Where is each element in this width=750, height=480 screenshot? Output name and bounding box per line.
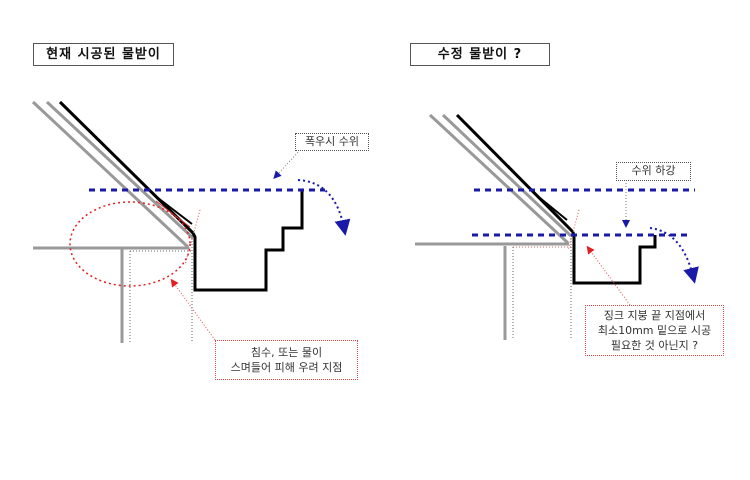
- zinc-roof-line: [455, 113, 575, 234]
- roof-board-line: [31, 100, 190, 249]
- gutter: [571, 231, 657, 285]
- right-diagram: [415, 113, 699, 340]
- suggestion-note: 징크 지붕 끝 지점에서 최소10mm 밑으로 시공 필요한 것 아닌지 ?: [585, 305, 724, 356]
- left-diagram: [31, 100, 351, 343]
- suggestion-pointer: [586, 245, 631, 306]
- gutter: [191, 190, 304, 292]
- suggestion-line1: 징크 지붕 끝 지점에서: [603, 309, 706, 322]
- zinc-roof-line: [58, 100, 195, 235]
- overflow-arrow: [649, 227, 699, 284]
- risk-note-line1: 침수, 또는 물이: [250, 346, 323, 359]
- flashing-strip: [539, 197, 568, 221]
- risk-note-line2: 스며들어 피해 우려 지점: [230, 361, 343, 374]
- risk-area-ellipse: [69, 201, 191, 287]
- right-title: 수정 물받이 ?: [410, 43, 550, 66]
- left-title: 현재 시공된 물받이: [33, 43, 174, 66]
- roof-board-line: [428, 113, 570, 245]
- guide-line-red: [567, 209, 580, 251]
- level-drop-label: 수위 하강: [616, 162, 691, 181]
- label-pointer: [273, 149, 301, 179]
- suggestion-line2: 최소10mm 밑으로 시공: [597, 324, 712, 337]
- flashing-strip: [157, 197, 193, 225]
- roof-board-line: [45, 100, 195, 240]
- suggestion-line3: 필요한 것 아닌지 ?: [610, 339, 699, 352]
- risk-point-note: 침수, 또는 물이 스며들어 피해 우려 지점: [215, 340, 358, 380]
- overflow-arrow: [297, 179, 351, 236]
- heavy-rain-level-label: 폭우시 수위: [295, 133, 369, 151]
- guide-line-red: [184, 209, 201, 266]
- roof-board-line: [441, 113, 573, 238]
